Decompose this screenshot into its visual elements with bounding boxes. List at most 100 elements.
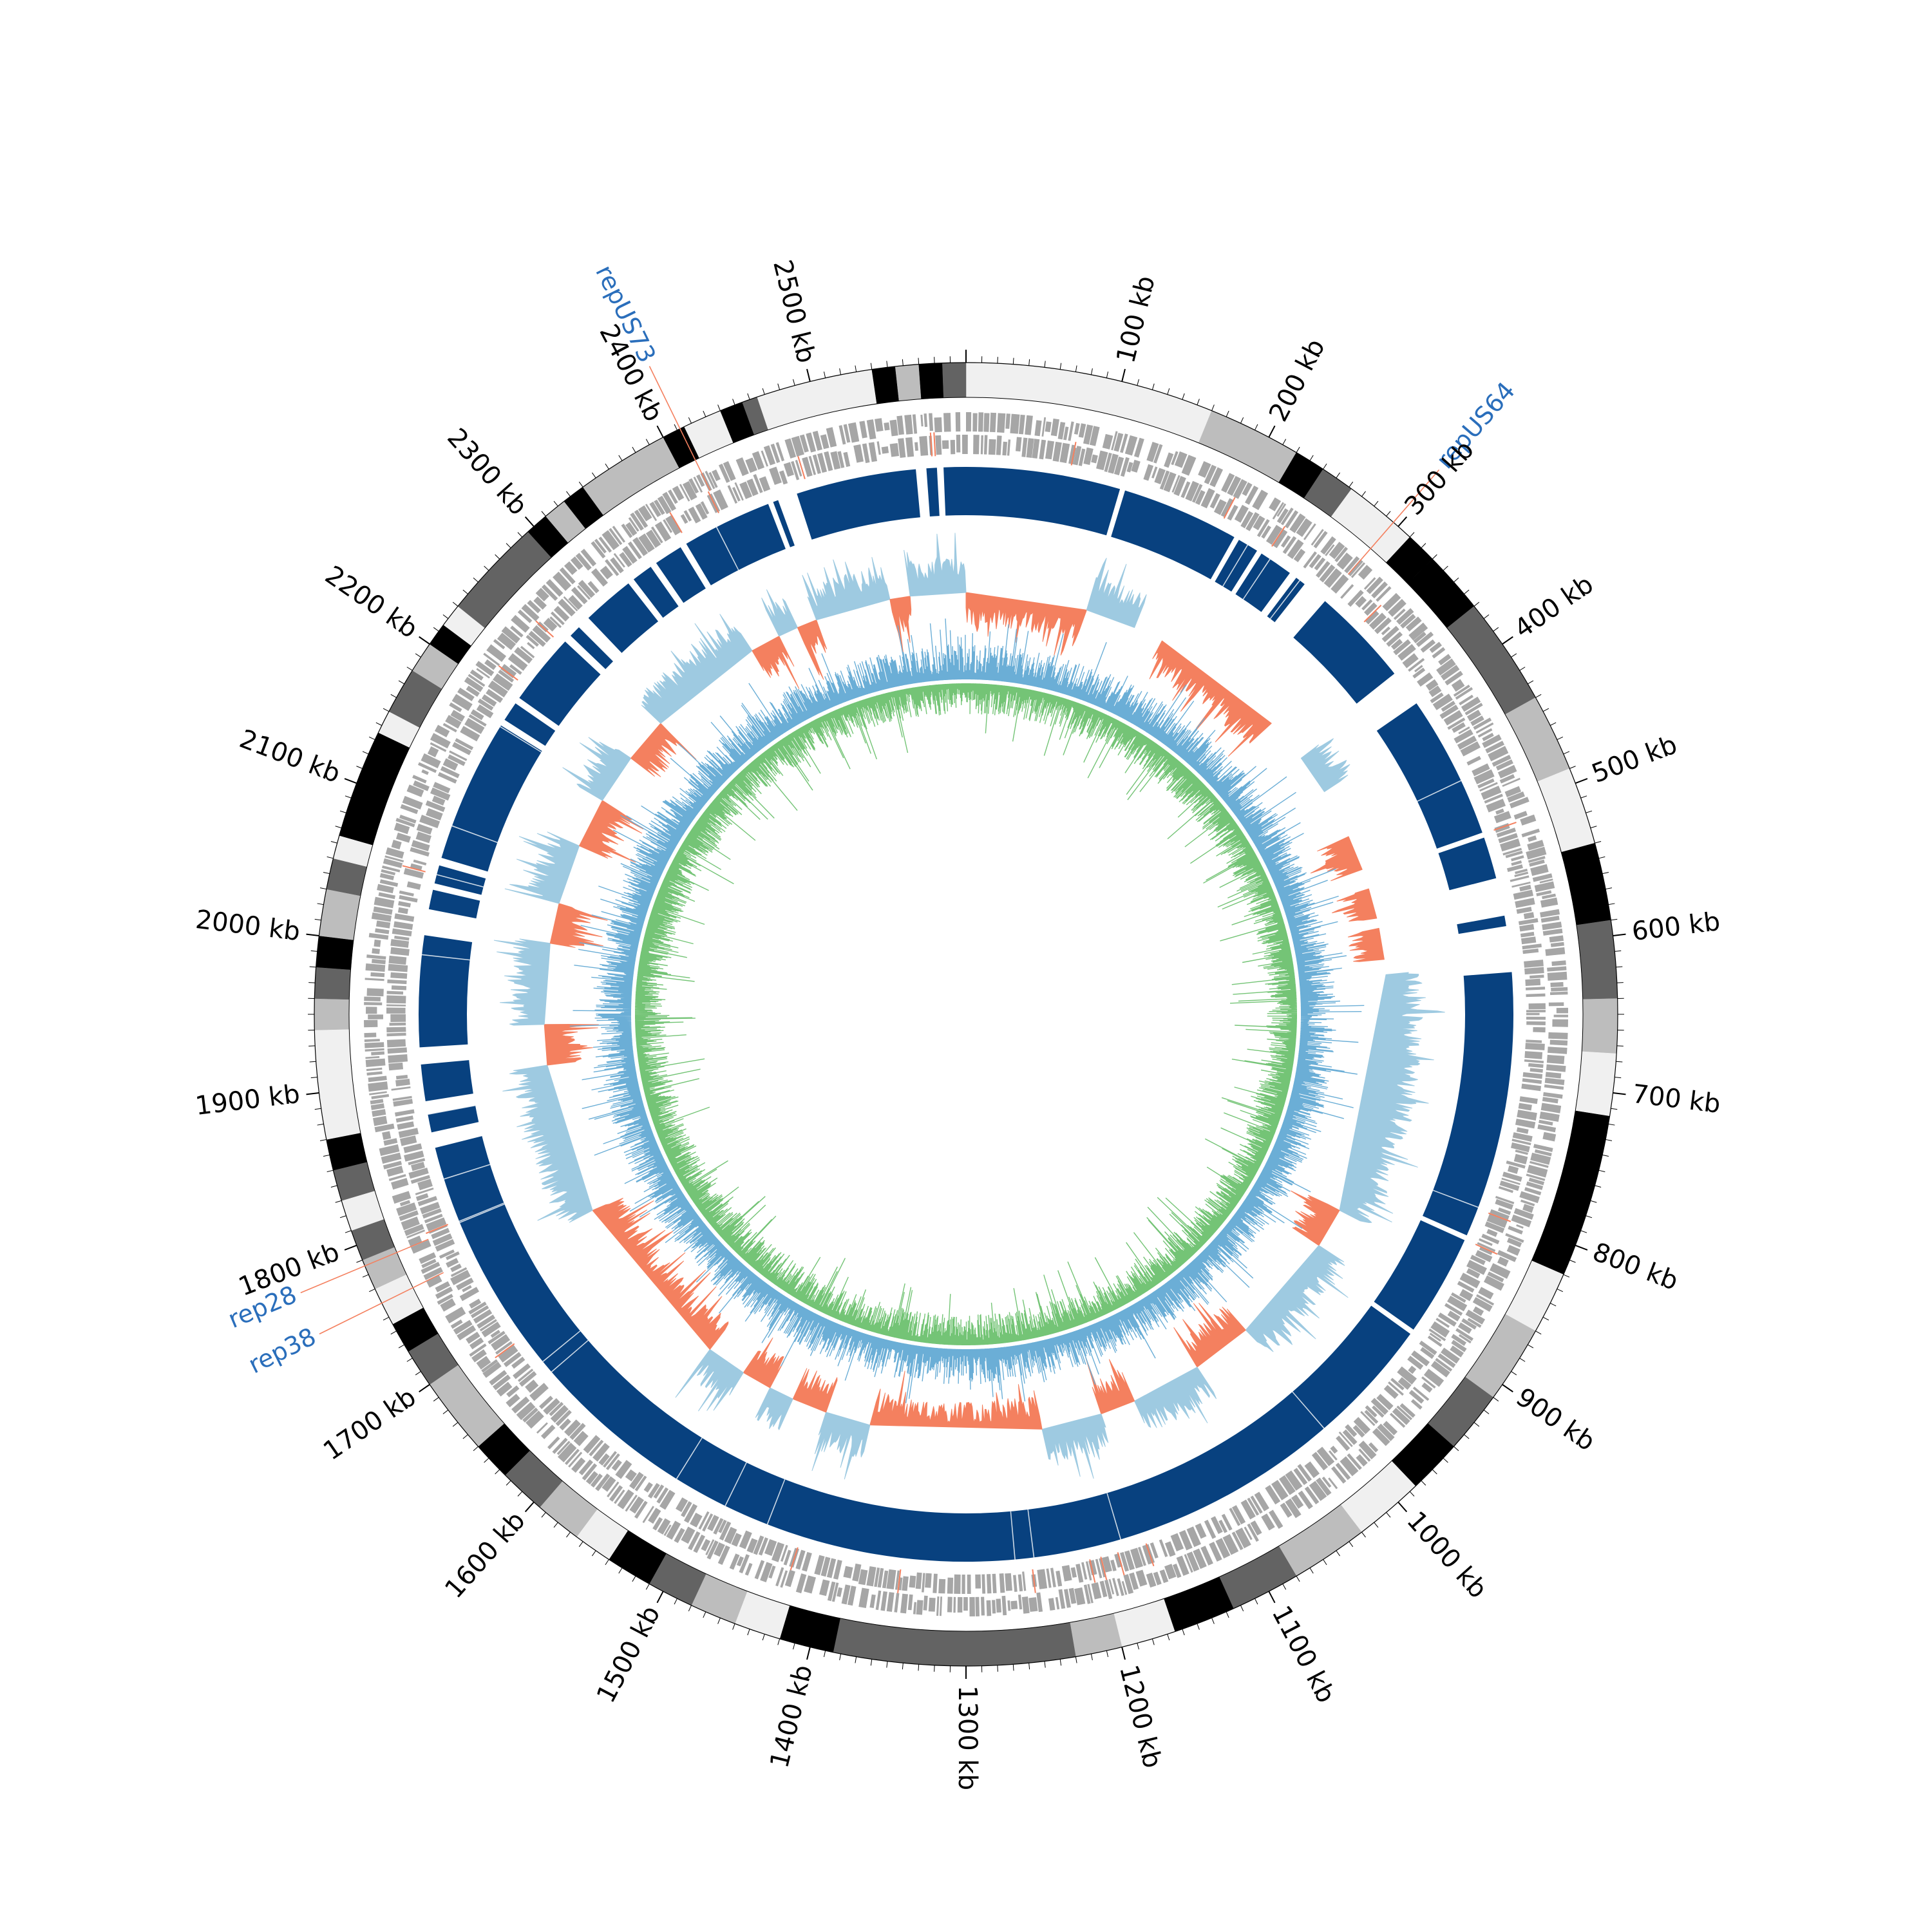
cds-feature xyxy=(1496,828,1517,838)
cds-feature xyxy=(1368,1442,1379,1453)
cds-feature xyxy=(1037,1569,1048,1589)
cds-feature xyxy=(559,567,576,585)
cds-feature xyxy=(1540,915,1560,923)
cds-feature xyxy=(419,1252,437,1264)
cds-feature xyxy=(698,1511,710,1530)
cds-feature xyxy=(1473,717,1492,730)
cds-feature xyxy=(1528,856,1546,863)
minor-tick xyxy=(1336,1550,1340,1557)
cds-feature xyxy=(629,1496,645,1514)
cds-feature xyxy=(702,1513,714,1532)
cds-feature xyxy=(1303,523,1316,540)
cds-feature xyxy=(684,1504,698,1523)
minor-tick xyxy=(747,1629,750,1636)
cds-feature xyxy=(1209,1542,1222,1562)
cds-feature xyxy=(1356,1454,1368,1467)
cds-feature xyxy=(493,639,506,650)
cds-feature xyxy=(426,1217,447,1232)
cds-feature xyxy=(553,571,572,591)
cds-feature xyxy=(435,1281,451,1293)
cds-feature xyxy=(413,780,430,791)
blast-stripe xyxy=(676,1437,703,1479)
cds-feature xyxy=(1437,1353,1456,1368)
cds-feature xyxy=(590,1473,603,1488)
cds-feature xyxy=(1352,1425,1365,1438)
cds-feature xyxy=(1070,1567,1077,1578)
minor-tick xyxy=(1611,918,1618,921)
cds-feature xyxy=(1490,1209,1510,1220)
cds-feature xyxy=(674,1528,685,1544)
cds-feature xyxy=(1061,1565,1072,1582)
cds-feature xyxy=(519,1370,537,1387)
minor-tick xyxy=(1528,1344,1534,1349)
cds-feature xyxy=(1476,1294,1495,1306)
cds-feature xyxy=(1397,1366,1417,1385)
cds-feature xyxy=(900,1593,908,1614)
cds-feature xyxy=(1200,1546,1213,1566)
minor-tick xyxy=(1569,766,1576,769)
cds-feature xyxy=(713,1518,724,1535)
cds-feature xyxy=(388,963,408,972)
major-tick xyxy=(1575,1244,1588,1251)
cds-feature xyxy=(1316,1446,1335,1466)
cds-feature xyxy=(476,668,490,679)
cds-feature xyxy=(1478,1287,1494,1300)
minor-tick xyxy=(553,1522,558,1528)
cds-feature xyxy=(408,1158,426,1166)
minor-tick xyxy=(674,424,677,431)
cds-feature xyxy=(481,1321,501,1338)
cds-feature xyxy=(843,451,851,468)
cds-feature xyxy=(713,489,728,511)
cds-feature xyxy=(1276,503,1287,517)
cds-feature xyxy=(1526,993,1546,998)
cds-feature xyxy=(681,1501,692,1517)
cds-feature xyxy=(947,1577,954,1594)
cds-feature xyxy=(1528,835,1537,842)
cds-feature xyxy=(1511,860,1522,866)
cds-feature xyxy=(1245,485,1259,505)
cds-feature xyxy=(1055,1596,1060,1610)
cds-feature xyxy=(1412,667,1426,679)
cds-feature xyxy=(1522,1072,1543,1079)
blast-stripe xyxy=(551,1340,589,1372)
cds-feature xyxy=(387,1047,408,1054)
minor-tick xyxy=(1309,455,1314,461)
cds-feature xyxy=(1517,1110,1537,1121)
blast-block xyxy=(1457,915,1506,934)
minor-tick xyxy=(1464,1434,1470,1439)
cds-feature xyxy=(382,865,401,873)
cds-feature xyxy=(411,1162,425,1171)
cds-feature xyxy=(957,1596,963,1613)
cds-feature xyxy=(1036,1592,1043,1613)
cds-feature xyxy=(1179,1530,1193,1551)
minor-tick xyxy=(442,1410,449,1414)
cds-feature xyxy=(933,1573,938,1593)
cds-feature xyxy=(1325,544,1335,556)
minor-tick xyxy=(688,417,692,424)
minor-tick xyxy=(1349,1541,1354,1548)
cds-feature xyxy=(1001,1595,1007,1616)
cds-feature xyxy=(718,1519,727,1533)
cds-feature xyxy=(1526,1173,1546,1181)
cds-feature xyxy=(1544,1077,1565,1085)
cds-feature xyxy=(1170,1533,1184,1552)
minor-tick xyxy=(383,708,390,712)
minor-tick xyxy=(855,1656,857,1663)
cds-feature xyxy=(1298,1490,1313,1510)
cds-feature xyxy=(659,1490,676,1510)
cds-feature xyxy=(1370,1397,1389,1416)
cds-feature xyxy=(390,947,410,956)
cds-feature xyxy=(1021,437,1028,457)
cds-feature xyxy=(1548,1046,1567,1054)
cds-feature xyxy=(1407,1356,1424,1370)
cds-feature xyxy=(459,1287,479,1302)
cds-feature xyxy=(830,451,841,470)
cds-marker xyxy=(535,620,554,638)
minor-tick xyxy=(1282,1584,1287,1590)
cds-feature xyxy=(714,1542,725,1557)
cds-feature xyxy=(1328,1450,1338,1461)
cds-feature xyxy=(1473,769,1495,784)
cds-feature xyxy=(384,855,404,863)
cds-feature xyxy=(1280,507,1294,526)
cds-feature xyxy=(481,694,497,707)
